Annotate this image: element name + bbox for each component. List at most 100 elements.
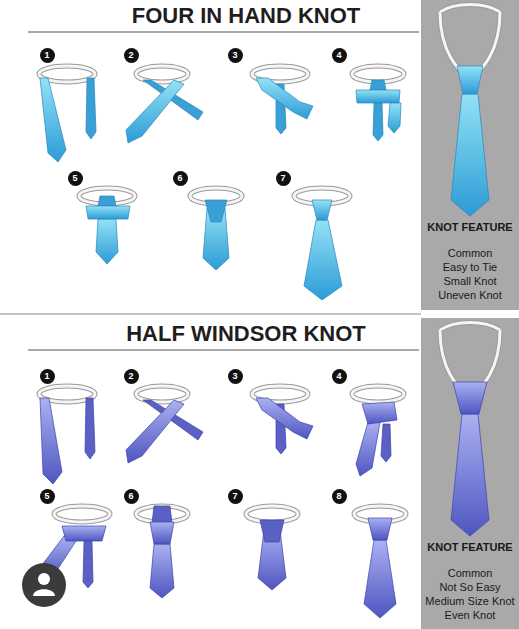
tie-step (39, 66, 96, 162)
tie-step (260, 520, 284, 542)
tie-step (126, 80, 184, 143)
tie-step (54, 506, 110, 522)
callout-number: 6 (128, 492, 133, 501)
profile-icon (22, 563, 66, 607)
finished-tie (457, 66, 483, 94)
section-heading: FOUR IN HAND KNOT (132, 3, 361, 29)
step-number: 8 (332, 489, 347, 504)
tie-step (373, 103, 383, 141)
tie-step (86, 206, 130, 219)
tie-step (370, 80, 386, 90)
tie-step (256, 398, 313, 439)
callout-number: 7 (232, 492, 237, 501)
feature-panel: KNOT FEATURECommonEasy to TieSmall KnotU… (421, 0, 519, 310)
tie-step (294, 188, 350, 300)
tie-step (136, 386, 188, 402)
step-number: 1 (40, 369, 55, 384)
tie-step (96, 219, 118, 264)
tie-step (246, 506, 298, 522)
tie-step (388, 103, 401, 133)
finished-tie (440, 323, 500, 331)
tie-step (62, 526, 106, 541)
tie-step (126, 386, 203, 463)
feature-panel-ground (421, 318, 519, 629)
tie-step (136, 66, 188, 82)
callout-number: 7 (280, 174, 285, 183)
tie-step (356, 422, 380, 476)
callout-number: 5 (44, 492, 49, 501)
tie-step (352, 386, 404, 476)
tie-step (352, 66, 404, 82)
feature-panel-ground (421, 0, 519, 310)
tie-step (126, 66, 203, 143)
tie-step (364, 540, 396, 618)
step-number: 5 (40, 489, 55, 504)
callout-number: 1 (44, 51, 49, 60)
tie-step (352, 386, 404, 402)
tie-step (352, 386, 404, 402)
profile-icon (22, 563, 66, 607)
feature-item: Uneven Knot (438, 288, 502, 302)
step-number: 6 (173, 171, 188, 186)
tie-step (312, 200, 332, 220)
callout-number: 4 (336, 51, 341, 60)
tie-step (246, 506, 298, 522)
callout-number: 2 (128, 372, 133, 381)
feature-item: Common (448, 566, 493, 580)
callout-number: 5 (72, 174, 77, 183)
callout-number: 8 (336, 492, 341, 501)
tie-step (246, 506, 298, 590)
step-number: 7 (276, 171, 291, 186)
rule-line (0, 314, 421, 315)
finished-tie (451, 94, 489, 216)
rule-line (28, 350, 419, 351)
tie-step (150, 544, 174, 598)
tie-step (150, 522, 174, 544)
feature-item: Common (448, 246, 493, 260)
tie-step (190, 188, 242, 270)
tie-step (356, 90, 400, 103)
tie-step (126, 400, 184, 463)
tie-step (304, 220, 342, 300)
feature-item: Small Knot (443, 274, 496, 288)
feature-item: Medium Size Knot (425, 594, 514, 608)
callout-number: 1 (44, 372, 49, 381)
tie-step (54, 506, 110, 522)
step-number: 2 (124, 369, 139, 384)
feature-item: Even Knot (445, 608, 496, 622)
tie-step (39, 386, 95, 484)
step-number: 2 (124, 48, 139, 63)
finished-tie (440, 5, 500, 13)
feature-item: Easy to Tie (443, 260, 497, 274)
tie-step (83, 541, 93, 588)
profile-icon (33, 589, 55, 596)
callout-number: 3 (232, 372, 237, 381)
tie-step (368, 518, 392, 540)
tie-step (252, 386, 313, 454)
finished-tie (453, 382, 487, 414)
step-number: 1 (40, 48, 55, 63)
tie-step (40, 398, 62, 484)
step-number: 7 (228, 489, 243, 504)
finished-tie (440, 323, 500, 331)
tie-step (85, 398, 95, 459)
tie-step (86, 78, 96, 139)
step-number: 4 (332, 48, 347, 63)
tie-step (252, 66, 313, 134)
feature-item: Not So Easy (439, 580, 500, 594)
callout-number: 3 (232, 51, 237, 60)
step-number: 3 (228, 48, 243, 63)
tie-step (136, 506, 188, 522)
tie-step (40, 78, 66, 162)
step-number: 6 (124, 489, 139, 504)
finished-tie (440, 5, 500, 13)
callout-number: 2 (128, 51, 133, 60)
finished-tie (451, 414, 489, 536)
tie-step (152, 506, 172, 523)
feature-panel: KNOT FEATURECommonNot So EasyMedium Size… (421, 318, 519, 629)
finished-tie (440, 323, 500, 537)
callout-number: 6 (177, 174, 182, 183)
tie-step (136, 506, 188, 522)
